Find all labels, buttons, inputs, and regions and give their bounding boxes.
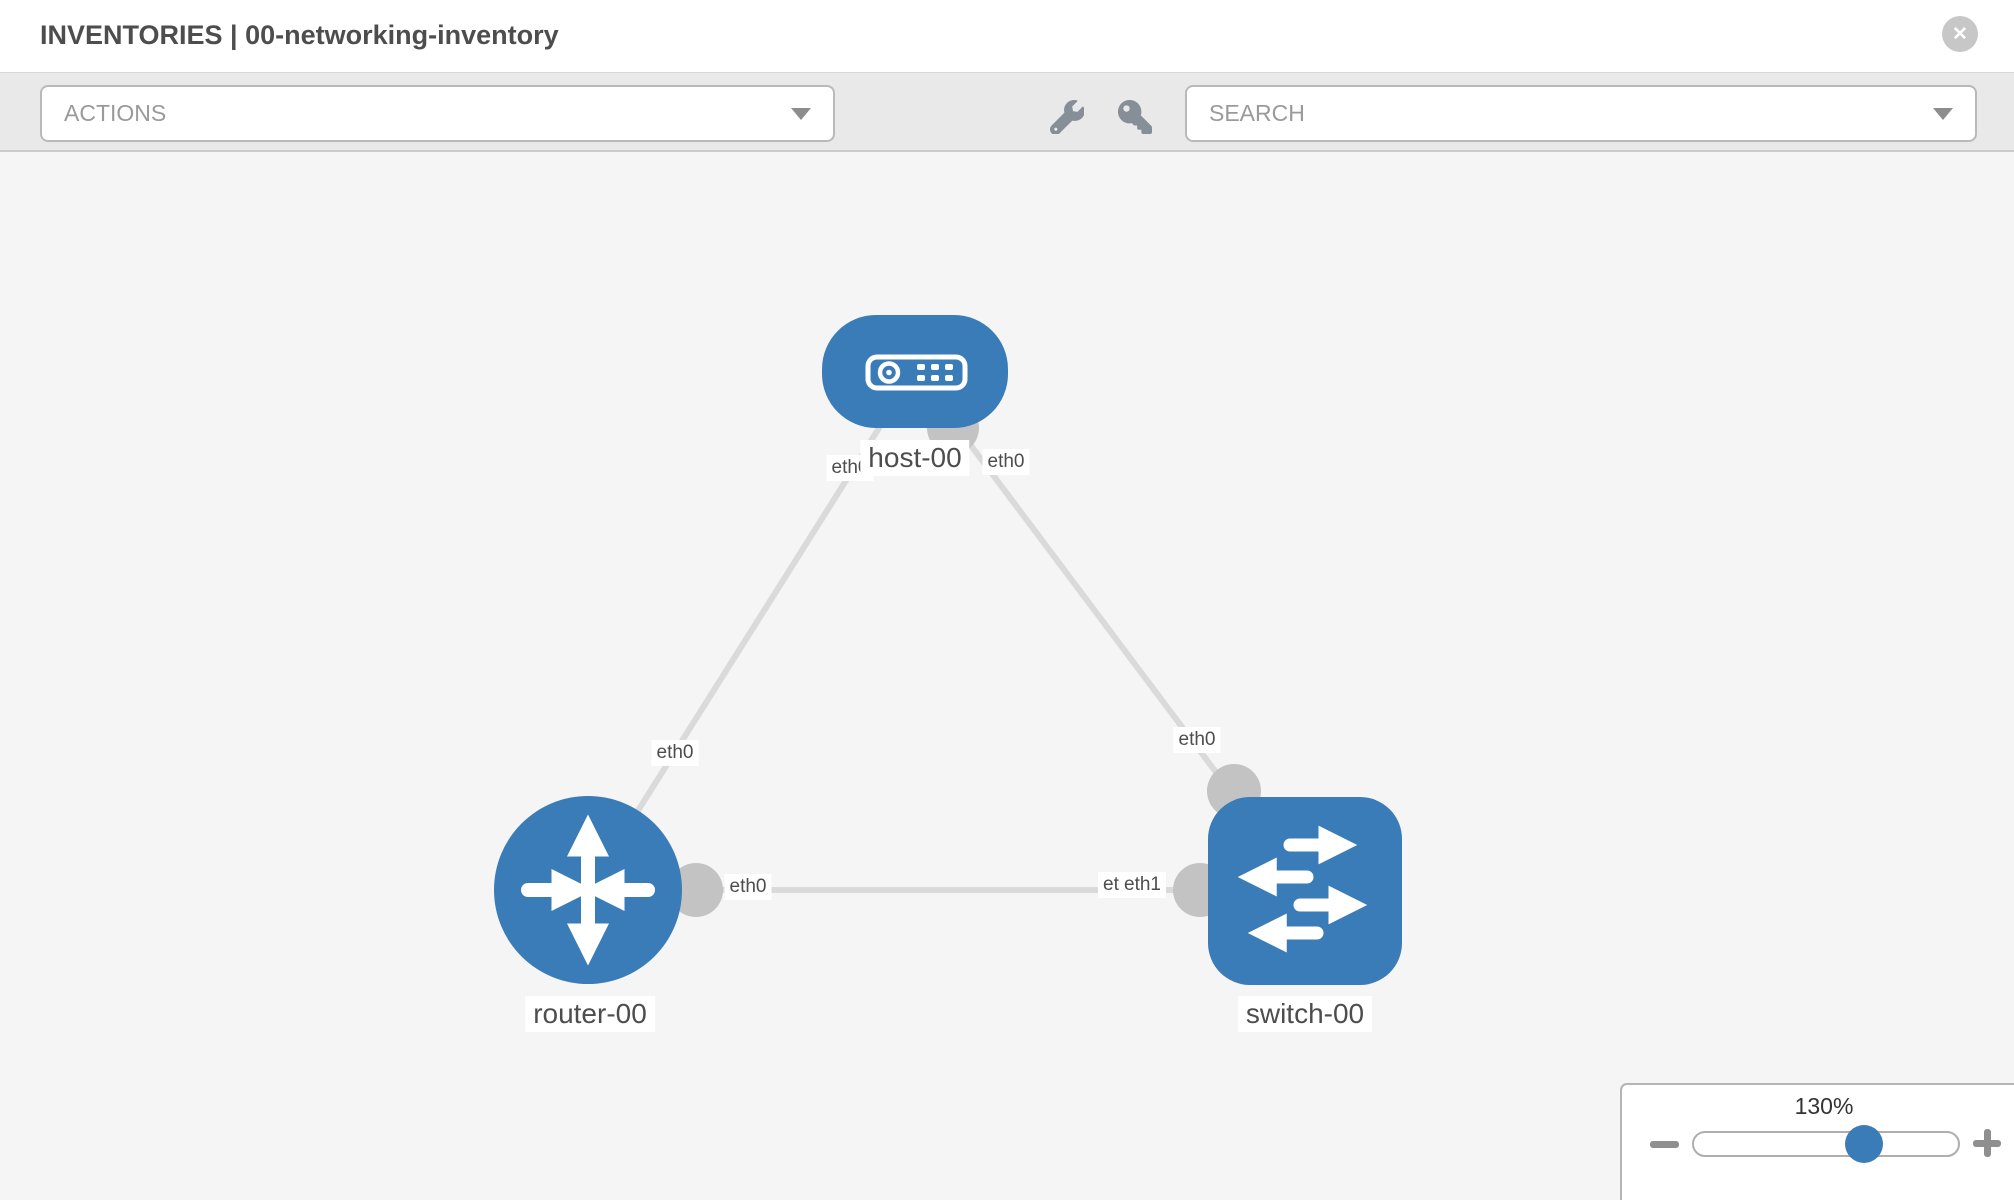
connector-router-eth0 bbox=[669, 863, 723, 917]
node-host-00[interactable] bbox=[822, 315, 1008, 428]
interface-label: eth1 bbox=[1119, 872, 1166, 898]
wrench-button[interactable] bbox=[1047, 97, 1087, 137]
actions-dropdown-label: ACTIONS bbox=[64, 100, 167, 126]
topology-svg bbox=[494, 315, 1402, 985]
node-label-switch: switch-00 bbox=[1237, 996, 1373, 1032]
zoom-out-button[interactable] bbox=[1650, 1141, 1679, 1148]
header-bar: INVENTORIES | 00-networking-inventory ✕ bbox=[0, 0, 2014, 72]
zoom-panel: 130% bbox=[1620, 1083, 2014, 1200]
search-placeholder: SEARCH bbox=[1209, 100, 1305, 126]
node-label-router: router-00 bbox=[525, 996, 655, 1032]
key-icon bbox=[1118, 100, 1152, 134]
node-label-host: host-00 bbox=[860, 440, 970, 476]
zoom-level-value: 130% bbox=[1794, 1093, 1854, 1119]
wrench-icon bbox=[1050, 100, 1084, 134]
node-switch-00[interactable] bbox=[1208, 797, 1402, 985]
chevron-down-icon bbox=[1933, 107, 1953, 120]
key-button[interactable] bbox=[1115, 97, 1155, 137]
interface-label: eth0 bbox=[651, 740, 699, 766]
interface-label: eth0 bbox=[982, 449, 1030, 475]
switch-icon bbox=[1237, 825, 1368, 953]
host-icon bbox=[865, 354, 968, 391]
node-router-00[interactable] bbox=[494, 796, 682, 984]
interface-label: eth0 bbox=[826, 455, 874, 481]
zoom-slider-thumb[interactable] bbox=[1845, 1125, 1883, 1163]
zoom-in-button[interactable] bbox=[1972, 1128, 2002, 1158]
chevron-down-icon bbox=[791, 107, 811, 120]
topology-canvas[interactable]: eth0 eth0 eth0 eth0 eth0 eth0 eth1 host-… bbox=[0, 152, 2014, 1200]
router-icon bbox=[521, 814, 655, 966]
page-title: INVENTORIES | 00-networking-inventory bbox=[40, 20, 559, 50]
close-icon[interactable]: ✕ bbox=[1942, 16, 1978, 52]
search-dropdown[interactable]: SEARCH bbox=[1185, 85, 1977, 142]
toolbar: ACTIONS SEARCH bbox=[0, 72, 2014, 152]
interface-label: eth0 bbox=[1173, 727, 1221, 753]
zoom-slider-track[interactable] bbox=[1692, 1131, 1960, 1157]
actions-dropdown[interactable]: ACTIONS bbox=[40, 85, 835, 142]
interface-label: eth0 bbox=[724, 874, 772, 900]
